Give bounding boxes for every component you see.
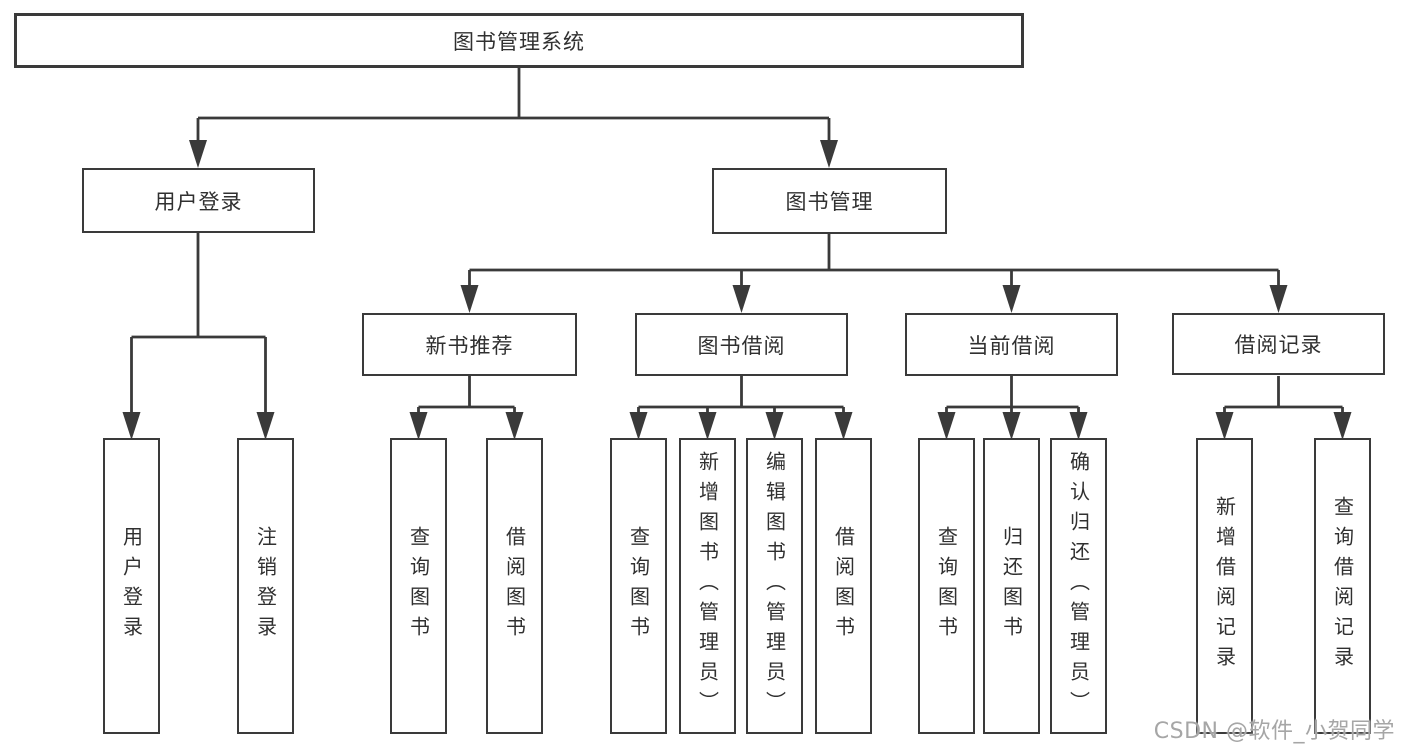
node-borrowing-records-label: 借阅记录: [1234, 333, 1323, 357]
leaf-recommend-query-books-label: 查询图书: [406, 526, 431, 646]
leaf-records-query-borrow-record: 查询借阅记录: [1314, 438, 1371, 734]
node-new-book-recommend-label: 新书推荐: [425, 333, 514, 358]
leaf-logout-login-label: 注销登录: [253, 526, 278, 646]
leaf-current-query-books: 查询图书: [918, 438, 975, 734]
arrow-icon: [820, 140, 838, 168]
node-book-borrowing: 图书借阅: [635, 313, 848, 376]
leaf-current-confirm-return-admin-label: 确认归还（管理员）: [1066, 451, 1091, 721]
node-current-borrowing: 当前借阅: [905, 313, 1118, 376]
leaf-logout-login: 注销登录: [237, 438, 294, 734]
leaf-user-login-label: 用户登录: [119, 526, 144, 646]
leaf-records-query-borrow-record-label: 查询借阅记录: [1330, 496, 1355, 676]
node-root: 图书管理系统: [14, 13, 1024, 68]
node-new-book-recommend: 新书推荐: [362, 313, 577, 376]
leaf-current-return-books-label: 归还图书: [999, 526, 1024, 646]
connector-root-to-level2: [196, 68, 831, 142]
leaf-borrowing-borrow-books: 借阅图书: [815, 438, 872, 734]
arrow-icon: [256, 412, 275, 440]
leaf-borrowing-edit-books-admin-label: 编辑图书（管理员）: [762, 451, 787, 721]
arrow-icon: [1333, 412, 1352, 440]
node-borrowing-records: 借阅记录: [1172, 313, 1385, 375]
arrow-icon: [122, 412, 141, 440]
arrow-icon: [1002, 285, 1021, 313]
connector-userlogin-to-leaves: [130, 233, 267, 414]
leaf-current-query-books-label: 查询图书: [934, 526, 959, 646]
leaf-borrowing-borrow-books-label: 借阅图书: [831, 526, 856, 646]
leaf-recommend-borrow-books-label: 借阅图书: [502, 526, 527, 646]
leaf-recommend-borrow-books: 借阅图书: [486, 438, 543, 734]
arrowheads: [122, 140, 1352, 440]
arrow-icon: [698, 412, 717, 440]
leaf-borrowing-add-books-admin-label: 新增图书（管理员）: [695, 451, 720, 721]
arrow-icon: [1215, 412, 1234, 440]
connector-bookborrow-to-leaves: [637, 376, 845, 414]
leaf-borrowing-query-books: 查询图书: [610, 438, 667, 734]
node-book-management-label: 图书管理: [785, 190, 874, 214]
node-user-login-label: 用户登录: [154, 189, 243, 214]
connector-newbookrec-to-leaves: [417, 376, 516, 414]
node-book-management: 图书管理: [712, 168, 947, 234]
arrow-icon: [629, 412, 648, 440]
leaf-records-add-borrow-record: 新增借阅记录: [1196, 438, 1253, 734]
arrow-icon: [1002, 412, 1021, 440]
leaf-records-add-borrow-record-label: 新增借阅记录: [1212, 496, 1237, 676]
csdn-watermark: CSDN @软件_小贺同学: [1153, 719, 1395, 744]
arrow-icon: [834, 412, 853, 440]
leaf-current-return-books: 归还图书: [983, 438, 1040, 734]
node-current-borrowing-label: 当前借阅: [967, 333, 1056, 358]
connector-bookmgmt-to-level3: [468, 234, 1280, 287]
arrow-icon: [732, 285, 751, 313]
connector-borrowrecord-to-leaves: [1223, 376, 1344, 414]
leaf-current-confirm-return-admin: 确认归还（管理员）: [1050, 438, 1107, 734]
arrow-icon: [937, 412, 956, 440]
leaf-user-login: 用户登录: [103, 438, 160, 734]
leaf-borrowing-query-books-label: 查询图书: [626, 526, 651, 646]
arrow-icon: [1269, 285, 1288, 313]
node-root-label: 图书管理系统: [453, 29, 585, 54]
node-user-login: 用户登录: [82, 168, 315, 233]
arrow-icon: [505, 412, 524, 440]
leaf-borrowing-edit-books-admin: 编辑图书（管理员）: [746, 438, 803, 734]
arrow-icon: [460, 285, 479, 313]
arrow-icon: [1069, 412, 1088, 440]
leaf-recommend-query-books: 查询图书: [390, 438, 447, 734]
arrow-icon: [765, 412, 784, 440]
arrow-icon: [409, 412, 428, 440]
arrow-icon: [189, 140, 207, 168]
node-book-borrowing-label: 图书借阅: [697, 333, 786, 358]
connector-currentborrow-to-leaves: [945, 376, 1080, 414]
leaf-borrowing-add-books-admin: 新增图书（管理员）: [679, 438, 736, 734]
